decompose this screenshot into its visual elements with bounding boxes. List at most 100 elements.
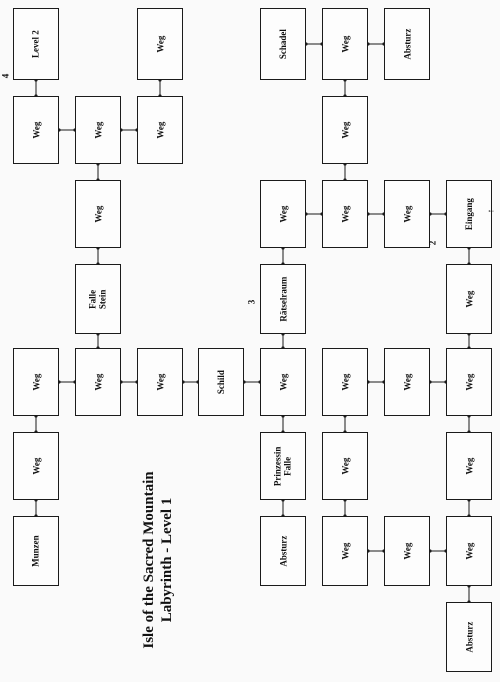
- room-label: Weg: [93, 122, 103, 139]
- room-label-line: Weg: [30, 457, 41, 475]
- room-label: Weg: [31, 458, 41, 475]
- room-label-line: Weg: [463, 373, 474, 391]
- room-label-line: Weg: [463, 542, 474, 560]
- room-label-line: Prinzessin: [272, 446, 283, 486]
- room-weg-c2-r2: Weg: [75, 96, 121, 164]
- marker-2: 2: [427, 240, 438, 246]
- room-label: Level 2: [31, 30, 41, 58]
- room-label: Weg: [155, 374, 165, 391]
- room-label-line: Weg: [154, 373, 165, 391]
- room-weg-c6-r1: Weg: [322, 8, 368, 80]
- room-label: Weg: [31, 374, 41, 391]
- room-label: Weg: [340, 458, 350, 475]
- room-label-line: Weg: [30, 121, 41, 139]
- room-schadel: Schadel: [260, 8, 306, 80]
- room-label-line: Schild: [215, 369, 226, 395]
- room-label-line: Rätselraum: [277, 276, 288, 322]
- room-weg-c6-r5: Weg: [322, 348, 368, 416]
- room-label-line: Weg: [339, 542, 350, 560]
- room-weg-c1-r5: Weg: [13, 348, 59, 416]
- room-weg-c5-r5: Weg: [260, 348, 306, 416]
- room-label: Absturz: [278, 536, 288, 567]
- room-weg-c8-r4: Weg: [446, 264, 492, 334]
- room-weg-c8-r5: Weg: [446, 348, 492, 416]
- room-weg-c7-r5: Weg: [384, 348, 430, 416]
- room-label: Weg: [340, 36, 350, 53]
- room-label-line: Weg: [339, 457, 350, 475]
- room-label-line: Absturz: [463, 621, 474, 653]
- room-label: Weg: [464, 458, 474, 475]
- room-label: Absturz: [402, 29, 412, 60]
- room-label-line: Weg: [339, 121, 350, 139]
- room-label-line: Stein: [97, 289, 108, 309]
- room-weg-c8-r7: Weg: [446, 516, 492, 586]
- marker-3: 3: [246, 299, 257, 305]
- room-weg-c7-r7: Weg: [384, 516, 430, 586]
- room-weg-c2-r5: Weg: [75, 348, 121, 416]
- room-label: Munzen: [31, 535, 41, 567]
- map-title: Isle of the Sacred Mountain Labyrinth - …: [140, 471, 176, 648]
- room-label: Weg: [31, 122, 41, 139]
- room-label-line: Weg: [463, 457, 474, 475]
- room-weg-c2-r3: Weg: [75, 180, 121, 248]
- room-weg-c3-r2: Weg: [137, 96, 183, 164]
- map-title-line-2: Labyrinth - Level 1: [159, 497, 175, 623]
- room-label-line: Weg: [277, 205, 288, 223]
- room-label: Weg: [464, 543, 474, 560]
- room-label-line: Weg: [463, 290, 474, 308]
- room-label: Absturz: [464, 622, 474, 653]
- room-label-line: Falle: [87, 289, 98, 309]
- room-label: Weg: [464, 291, 474, 308]
- room-label-line: Weg: [30, 373, 41, 391]
- room-absturz-bottom: Absturz: [446, 602, 492, 672]
- room-ratselraum: Rätselraum: [260, 264, 306, 334]
- room-label-line: Weg: [401, 205, 412, 223]
- room-weg-c7-r3: Weg: [384, 180, 430, 248]
- room-weg-c6-r3: Weg: [322, 180, 368, 248]
- room-weg-c1-r2: Weg: [13, 96, 59, 164]
- room-label-line: Weg: [401, 542, 412, 560]
- room-label: Weg: [155, 36, 165, 53]
- room-label-line: Weg: [92, 373, 103, 391]
- room-label-line: Absturz: [401, 28, 412, 60]
- room-label: Schild: [216, 370, 226, 394]
- room-schild: Schild: [198, 348, 244, 416]
- room-label: Weg: [155, 122, 165, 139]
- room-label: Weg: [93, 374, 103, 391]
- room-label-line: Weg: [339, 35, 350, 53]
- room-label: Weg: [402, 206, 412, 223]
- room-label: Rätselraum: [278, 277, 288, 322]
- room-label-line: Weg: [401, 373, 412, 391]
- room-label: Weg: [340, 543, 350, 560]
- room-label-line: Schadel: [277, 28, 288, 60]
- room-weg-c8-r6: Weg: [446, 432, 492, 500]
- room-weg-c6-r2: Weg: [322, 96, 368, 164]
- room-label-line: Weg: [339, 205, 350, 223]
- room-label: Weg: [278, 206, 288, 223]
- room-label-line: Munzen: [30, 535, 41, 567]
- room-absturz-mid: Absturz: [260, 516, 306, 586]
- room-level2: Level 2: [13, 8, 59, 80]
- room-weg-c3-r1: Weg: [137, 8, 183, 80]
- room-label-line: Absturz: [277, 535, 288, 567]
- room-label: Weg: [340, 206, 350, 223]
- room-label-line: Eingang: [463, 197, 474, 231]
- map-title-line-1: Isle of the Sacred Mountain: [141, 471, 157, 649]
- room-munzen: Munzen: [13, 516, 59, 586]
- room-weg-c6-r6: Weg: [322, 432, 368, 500]
- room-label: Weg: [340, 374, 350, 391]
- room-weg-c3-r5: Weg: [137, 348, 183, 416]
- room-label: Weg: [402, 374, 412, 391]
- room-label: Weg: [278, 374, 288, 391]
- room-label-line: Weg: [92, 121, 103, 139]
- room-absturz-top: Absturz: [384, 8, 430, 80]
- room-label: Eingang: [464, 198, 474, 230]
- room-label: Weg: [93, 206, 103, 223]
- room-weg-c5-r3: Weg: [260, 180, 306, 248]
- room-label-line: Weg: [277, 373, 288, 391]
